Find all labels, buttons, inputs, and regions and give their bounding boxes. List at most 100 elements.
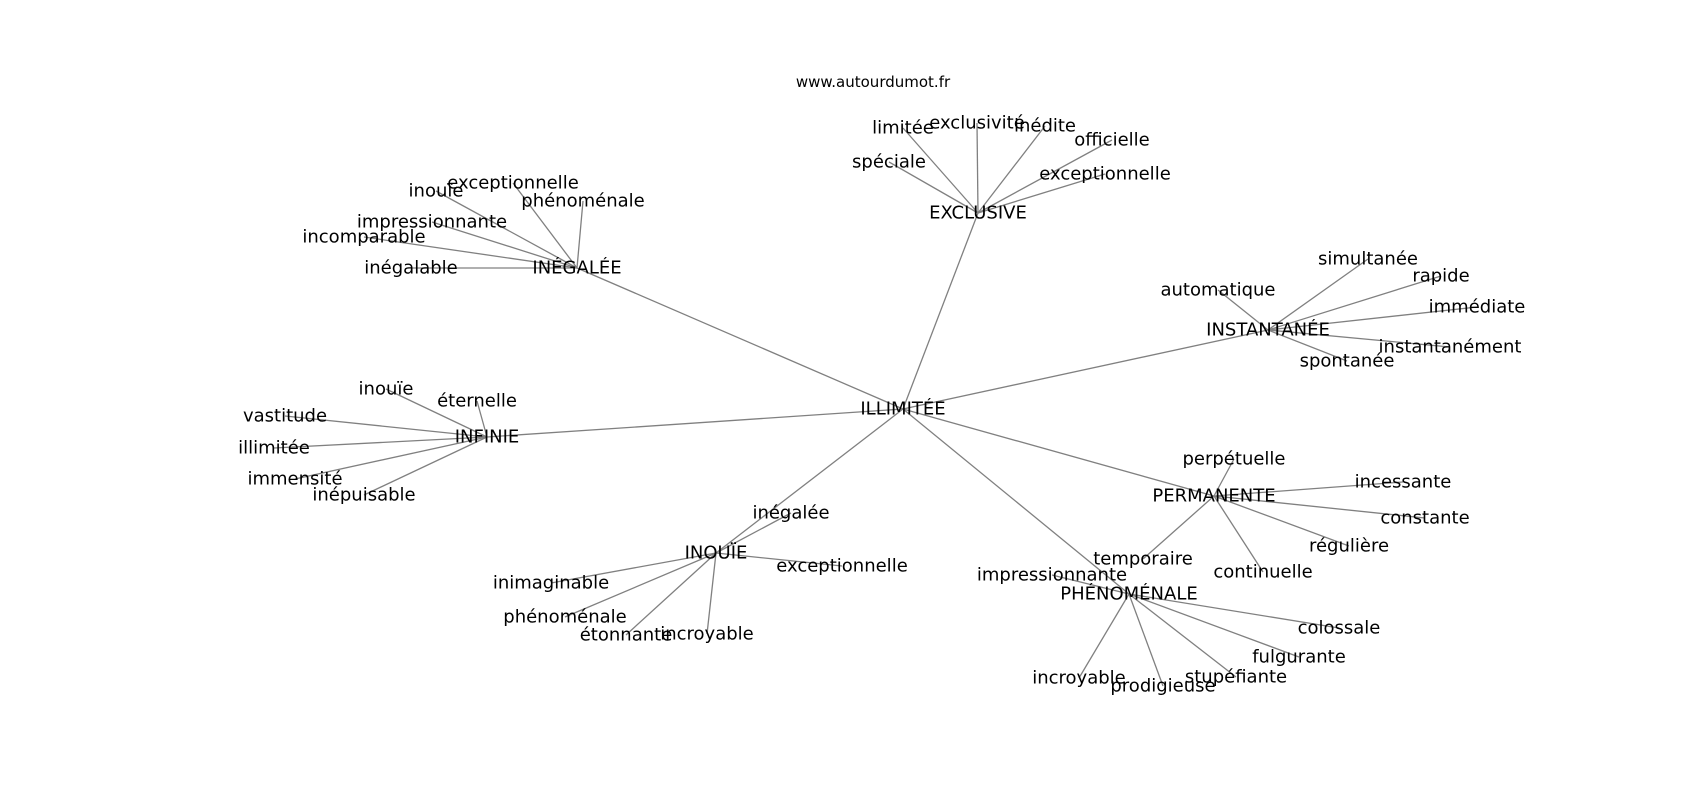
hub-word-edge [476,400,488,438]
leaf-word-node: incessante [1355,472,1452,493]
leaf-word-node: impressionnante [977,565,1127,586]
hub-word-edge [977,139,1113,214]
leaf-word-node: illimitée [238,438,310,459]
leaf-word-node: incroyable [660,624,754,645]
leaf-word-node: inégalée [752,503,829,524]
leaf-word-node: inouïe [359,379,414,400]
hub-word-edge [1213,495,1426,519]
website-label: www.autourdumot.fr [796,73,951,91]
hub-word-edge [1267,258,1369,331]
hub-word-edge [1213,495,1350,547]
hub-word-edge [977,125,1046,214]
leaf-word-node: exclusivité [929,113,1025,134]
leaf-word-node: immédiate [1429,297,1526,318]
hub-word-edge [273,436,488,449]
leaf-word-node: automatique [1160,280,1275,301]
leaf-word-node: instantanément [1379,337,1522,358]
hub-word-edge [1213,495,1264,573]
leaf-word-node: temporaire [1093,549,1193,570]
hub-word-edge [976,122,979,214]
hub-word-edge [888,161,979,214]
leaf-word-node: immensité [247,469,342,490]
leaf-word-node: colossale [1298,618,1381,639]
hub-word-edge [1213,481,1404,497]
hub-word-edge [1267,329,1451,348]
hub-node: INOUÏE [685,543,748,564]
leaf-word-node: inimaginable [493,573,609,594]
hub-word-edge [715,552,843,567]
leaf-word-node: phénoménale [521,191,644,212]
hub-word-edge [1128,593,1300,658]
leaf-word-node: éternelle [437,391,517,412]
hub-word-edge [1142,495,1215,560]
hub-word-edge [385,388,488,438]
graph-edges [273,122,1478,687]
leaf-word-node: fulgurante [1252,647,1346,668]
leaf-word-node: inouïe [409,181,464,202]
leaf-word-node: incomparable [302,227,425,248]
hub-word-edge [576,200,584,269]
hub-word-edge [1267,306,1478,331]
hub-node: INÉGALÉE [532,257,621,279]
center-hub-edge [486,408,904,438]
hub-word-edge [1217,289,1269,331]
leaf-word-node: inédite [1014,116,1076,137]
hub-word-edge [1128,593,1237,678]
leaf-word-node: incroyable [1032,668,1126,689]
hub-word-edge [435,190,578,269]
leaf-word-node: spéciale [852,152,926,173]
leaf-word-node: prodigieuse [1110,676,1215,697]
hub-word-edge [363,236,578,269]
hub-word-edge [550,552,717,584]
center-hub-edge [902,408,1215,497]
leaf-word-node: phénoménale [503,607,626,628]
hub-word-edge [902,127,979,214]
leaf-word-node: étonnante [580,625,673,646]
hub-node: INSTANTANÉE [1206,319,1330,341]
hub-word-edge [706,552,717,635]
leaf-word-node: exceptionnelle [1039,164,1171,185]
hub-node: PHÉNOMÉNALE [1060,583,1197,605]
leaf-word-node: spontanée [1300,351,1395,372]
hub-word-edge [1128,593,1164,687]
leaf-word-node: régulière [1309,536,1389,557]
hub-node: INFINIE [455,427,520,448]
leaf-word-node: limitée [872,118,934,139]
hub-node: PERMANENTE [1152,486,1275,507]
hub-word-edge [1051,574,1130,595]
hub-word-edge [363,436,488,496]
graph-labels: www.autourdumot.fr ILLIMITÉE EXCLUSIVE li… [238,73,1525,697]
hub-word-edge [1213,458,1235,497]
hub-word-edge [1128,593,1340,629]
hub-word-edge [431,221,578,269]
leaf-word-node: continuelle [1213,562,1312,583]
hub-word-edge [564,552,717,618]
leaf-word-node: stupéfiante [1185,667,1287,688]
center-hub-edge [902,408,1130,595]
leaf-word-node: vastitude [243,406,327,427]
leaf-word-node: simultanée [1318,249,1418,270]
leaf-word-node: constante [1380,508,1469,529]
leaf-word-node: perpétuelle [1182,449,1285,470]
hub-word-edge [1267,275,1442,331]
hub-word-edge [512,182,578,269]
hub-word-edge [294,436,488,480]
center-node: ILLIMITÉE [860,398,945,420]
hub-word-edge [625,552,717,636]
leaf-word-node: rapide [1412,266,1469,287]
leaf-word-node: exceptionnelle [447,173,579,194]
leaf-word-node: officielle [1074,130,1149,151]
hub-word-edge [715,512,792,554]
leaf-word-node: inégalable [364,258,457,279]
leaf-word-node: exceptionnelle [776,556,908,577]
center-hub-edge [715,408,904,554]
hub-word-edge [284,415,488,438]
hub-word-edge [1267,329,1348,362]
center-hub-edge [902,212,979,410]
center-hub-edge [576,267,904,410]
hub-word-edge [1078,593,1130,679]
center-hub-edge [902,329,1269,410]
hub-node: EXCLUSIVE [929,203,1027,224]
hub-word-edge [977,173,1106,214]
